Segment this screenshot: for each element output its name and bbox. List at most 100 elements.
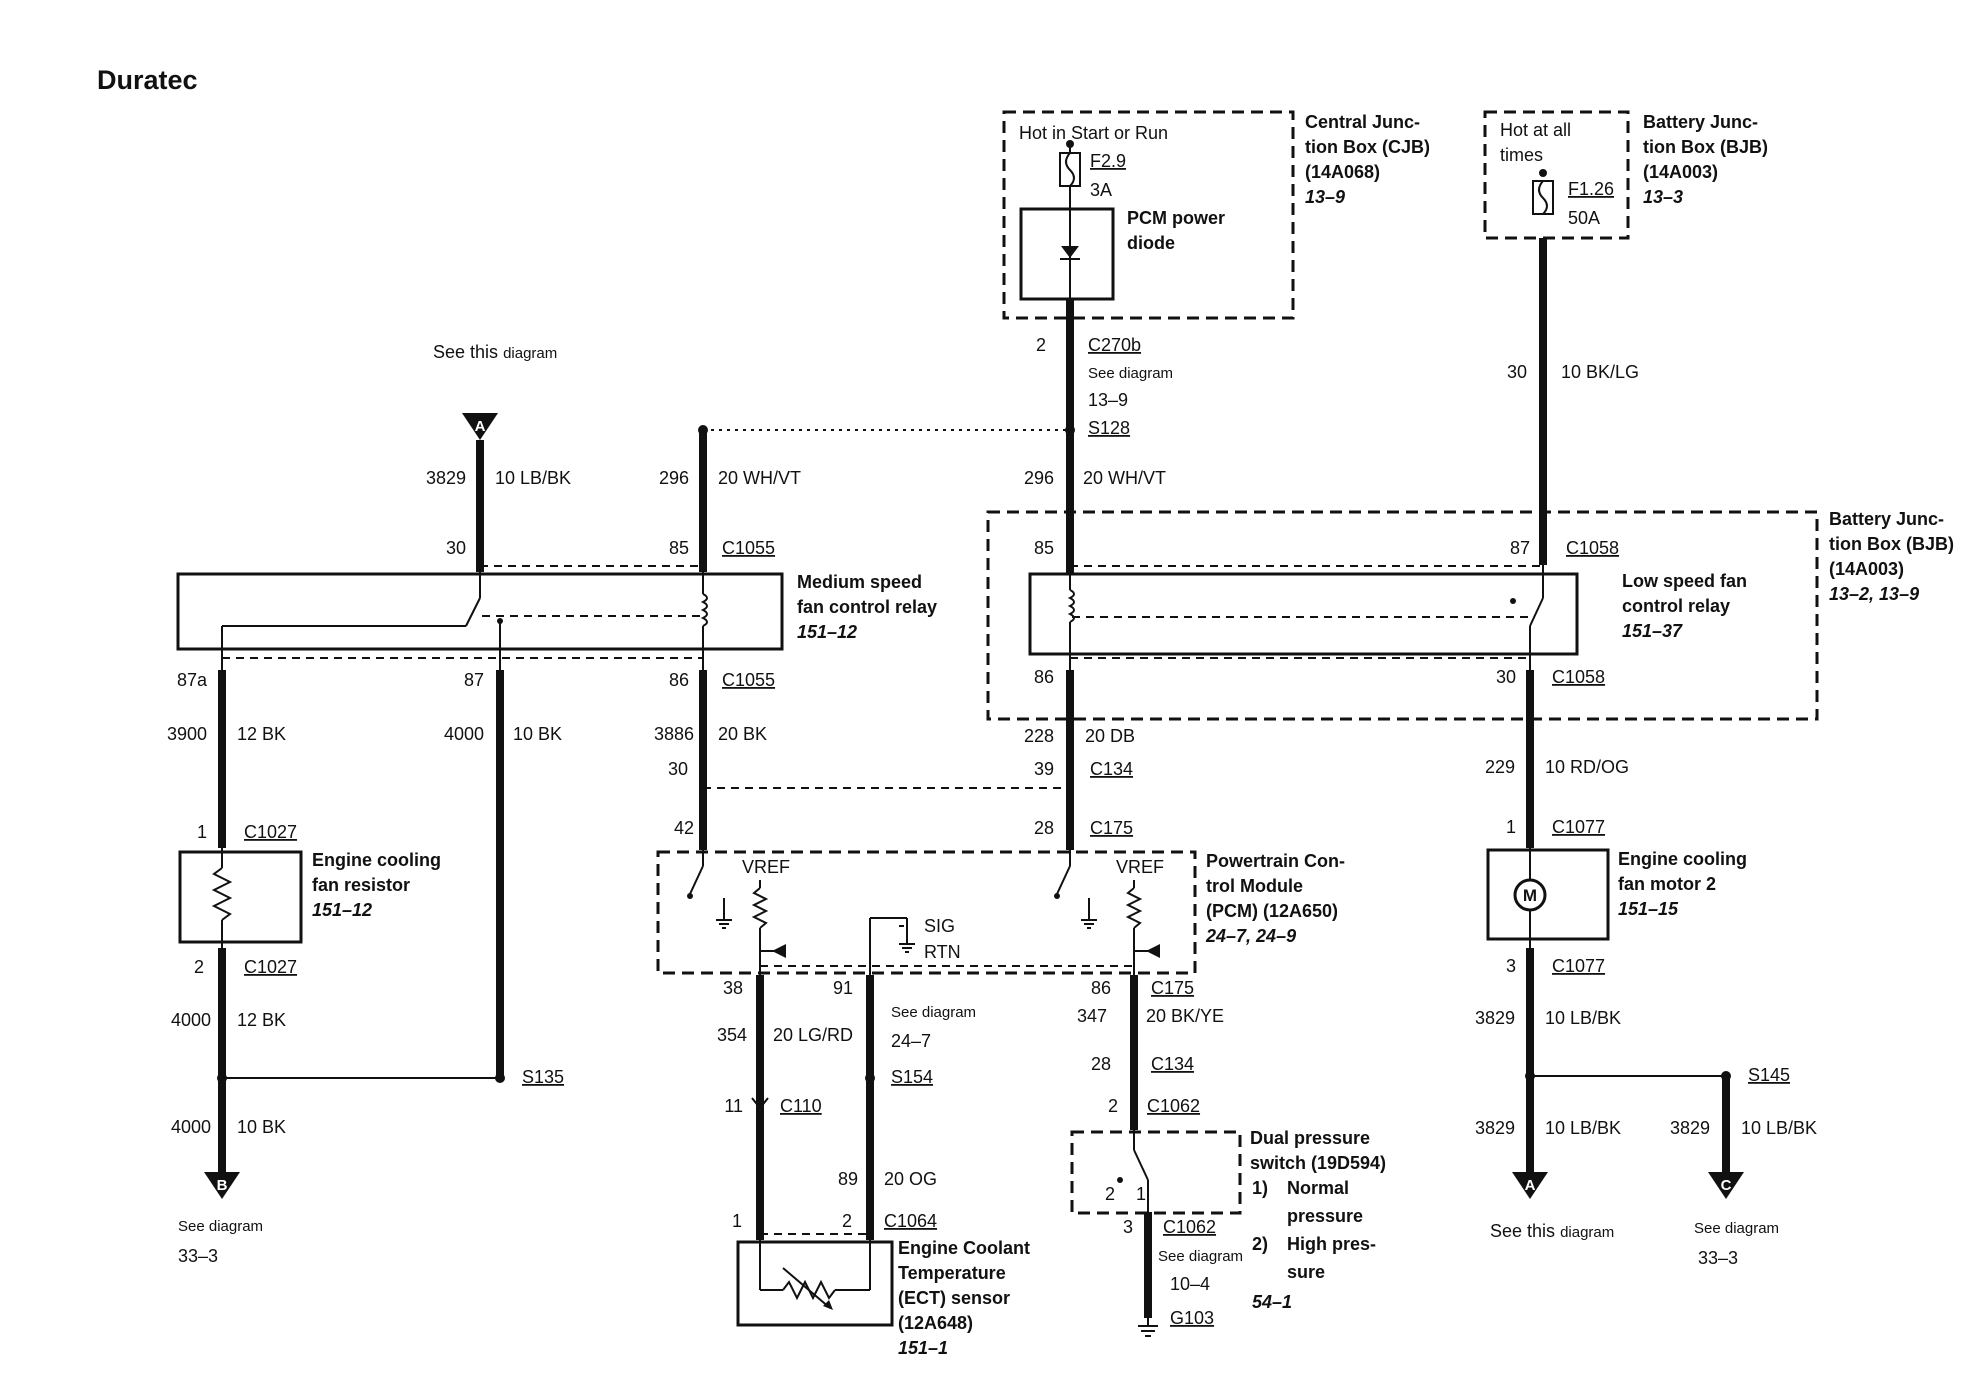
ect-see: See diagram bbox=[891, 1004, 976, 1021]
sw-pos-2: 2 bbox=[1105, 1184, 1115, 1204]
ect-ref: 151–1 bbox=[898, 1338, 948, 1358]
bjb-right-ref: 13–2, 13–9 bbox=[1829, 584, 1919, 604]
cjb-part: (14A068) bbox=[1305, 162, 1380, 182]
battery-feed-wire-label: 10 BK/LG bbox=[1561, 362, 1639, 382]
cjb-name-1: Central Junc- bbox=[1305, 112, 1420, 132]
wire-296-left-wire: 20 WH/VT bbox=[718, 468, 801, 488]
left-see: See this diagram bbox=[433, 342, 557, 362]
cjb-name-2: tion Box (CJB) bbox=[1305, 137, 1430, 157]
diode-icon bbox=[1060, 246, 1080, 260]
res-wire-top: 12 BK bbox=[237, 724, 286, 744]
s135-splice: S135 bbox=[522, 1067, 564, 1087]
flag-c-letter: C bbox=[1721, 1177, 1732, 1194]
sw-pin86: 86 bbox=[1091, 978, 1111, 998]
powertrain-control-module: VREF SIG RTN VREF bbox=[656, 850, 1345, 975]
flag-a-top-letter: A bbox=[475, 418, 486, 435]
ect-name-1: Engine Coolant bbox=[898, 1238, 1030, 1258]
motor-pin1: 1 bbox=[1506, 817, 1516, 837]
res-see-ref: 33–3 bbox=[178, 1246, 218, 1266]
motor-3829-circuit: 3829 bbox=[1475, 1008, 1515, 1028]
center-296-circuit: 296 bbox=[1024, 468, 1054, 488]
bjb-fuse-id: F1.26 bbox=[1568, 179, 1614, 199]
motor-pin3: 3 bbox=[1506, 956, 1516, 976]
med-conn-top: C1055 bbox=[722, 538, 775, 558]
flag-b-letter: B bbox=[217, 1177, 228, 1194]
wire-228-wire: 20 DB bbox=[1085, 726, 1135, 746]
sw-c134: C134 bbox=[1151, 1054, 1194, 1074]
motor-icon bbox=[1513, 848, 1547, 948]
sw-see: See diagram bbox=[1158, 1248, 1243, 1265]
motor-229-wire: 10 RD/OG bbox=[1545, 757, 1629, 777]
med-pin-87: 87 bbox=[464, 670, 484, 690]
center-296-wire: 20 WH/VT bbox=[1083, 468, 1166, 488]
left-top-circuit: 3829 bbox=[426, 468, 466, 488]
sw-pos-1: 1 bbox=[1136, 1184, 1146, 1204]
sw-item1-num: 1) bbox=[1252, 1178, 1268, 1198]
low-pin-86: 86 bbox=[1034, 667, 1054, 687]
center-feed-wire: 2 C270b See diagram 13–9 S128 296 20 WH/… bbox=[698, 300, 1173, 575]
med-conn-bot: C1055 bbox=[722, 670, 775, 690]
ect-splice: S154 bbox=[891, 1067, 933, 1087]
low-pin-30: 30 bbox=[1496, 667, 1516, 687]
bjb-fuse-amp: 50A bbox=[1568, 208, 1600, 228]
motor-splice: S145 bbox=[1748, 1065, 1790, 1085]
low-relay-ref: 151–37 bbox=[1622, 621, 1683, 641]
ect-pin11: 11 bbox=[724, 1096, 743, 1116]
res-name-1: Engine cooling bbox=[312, 850, 441, 870]
fuse-f1-26-icon bbox=[1532, 169, 1554, 215]
c270b-see-ref: 13–9 bbox=[1088, 390, 1128, 410]
pcm-sig: SIG bbox=[924, 916, 955, 936]
flag-a-bottom-icon bbox=[1512, 1172, 1548, 1199]
wire-87-circuit: 4000 bbox=[444, 724, 484, 744]
diagram-title: Duratec bbox=[97, 65, 198, 95]
c270b-pin: 2 bbox=[1036, 335, 1046, 355]
ect-name-2: Temperature bbox=[898, 1263, 1006, 1283]
sw-ground: G103 bbox=[1170, 1308, 1214, 1328]
sw-see-ref: 10–4 bbox=[1170, 1274, 1210, 1294]
flag-c-icon bbox=[1708, 1172, 1744, 1199]
left-top-feed: See this diagram A 3829 10 LB/BK bbox=[426, 342, 571, 572]
sw-item2-num: 2) bbox=[1252, 1234, 1268, 1254]
wire-87-wire: 10 BK bbox=[513, 724, 562, 744]
central-junction-box: Hot in Start or Run F2.9 3A PCM power di… bbox=[1002, 110, 1430, 320]
ect-pin1: 1 bbox=[732, 1211, 742, 1231]
res-wire-mid: 12 BK bbox=[237, 1010, 286, 1030]
wire-228-conn: C134 bbox=[1090, 759, 1133, 779]
wire-86-branch: 3886 20 BK 30 42 bbox=[654, 670, 1070, 850]
motor-3829-wire: 10 LB/BK bbox=[1545, 1008, 1621, 1028]
low-relay-name-1: Low speed fan bbox=[1622, 571, 1747, 591]
resistor-branch: 3900 12 BK 1 C1027 Engine cooling fan re… bbox=[167, 670, 441, 1266]
pcm-name-2: trol Module bbox=[1206, 876, 1303, 896]
motor-see-a: See this diagram bbox=[1490, 1221, 1614, 1241]
med-pin-87a: 87a bbox=[177, 670, 208, 690]
bjb-top-ref: 13–3 bbox=[1643, 187, 1683, 207]
resistor-icon bbox=[211, 848, 233, 948]
ect-354-wire: 20 LG/RD bbox=[773, 1025, 853, 1045]
battery-junction-box-top: Hot at all times F1.26 50A Battery Junc-… bbox=[1483, 110, 1768, 240]
res-circuit-bot: 4000 bbox=[171, 1117, 211, 1137]
wire-86-pin42: 42 bbox=[674, 818, 694, 838]
ect-pin2: 2 bbox=[842, 1211, 852, 1231]
low-relay-name-2: control relay bbox=[1622, 596, 1730, 616]
res-conn2: C1027 bbox=[244, 957, 297, 977]
ect-354-circuit: 354 bbox=[717, 1025, 747, 1045]
res-see: See diagram bbox=[178, 1218, 263, 1235]
ect-89-circuit: 89 bbox=[838, 1169, 858, 1189]
sw-c1062: C1062 bbox=[1147, 1096, 1200, 1116]
med-relay-ref: 151–12 bbox=[797, 622, 857, 642]
sw-name-2: switch (19D594) bbox=[1250, 1153, 1386, 1173]
sw-item2-b: sure bbox=[1287, 1262, 1325, 1282]
res-circuit-top: 3900 bbox=[167, 724, 207, 744]
ect-c110-arrow-icon bbox=[751, 1097, 769, 1110]
pcm-name-3: (PCM) (12A650) bbox=[1206, 901, 1338, 921]
diode-label-2: diode bbox=[1127, 233, 1175, 253]
sw-c175: C175 bbox=[1151, 978, 1194, 998]
wire-228-pin28: 28 bbox=[1034, 818, 1054, 838]
sw-circuit: 347 bbox=[1077, 1006, 1107, 1026]
pcm-vref-2: VREF bbox=[1116, 857, 1164, 877]
low-conn-bot: C1058 bbox=[1552, 667, 1605, 687]
res-pin1: 1 bbox=[197, 822, 207, 842]
med-pin-30: 30 bbox=[446, 538, 466, 558]
ect-name-4: (12A648) bbox=[898, 1313, 973, 1333]
